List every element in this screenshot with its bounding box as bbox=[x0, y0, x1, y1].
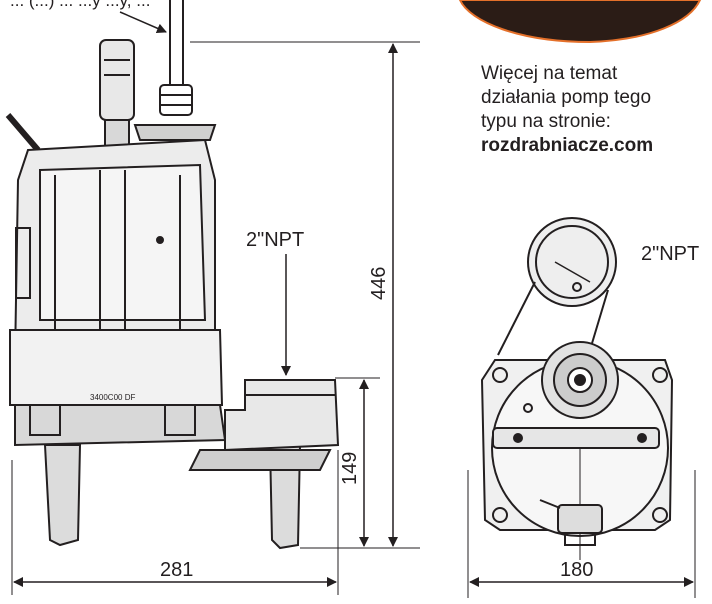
cable-leader-line bbox=[119, 11, 167, 33]
note-line-1: Więcej na temat bbox=[481, 63, 618, 84]
model-marking: 3400C00 DF bbox=[90, 393, 135, 402]
website-link[interactable]: rozdrabniacze.com bbox=[481, 135, 654, 156]
info-note: Więcej na temat działania pomp tego typu… bbox=[481, 62, 711, 158]
pump-side-view bbox=[5, 0, 340, 550]
height-label: 446 bbox=[368, 267, 390, 300]
inlet-height-label: 149 bbox=[339, 452, 361, 485]
width-label: 281 bbox=[160, 559, 193, 581]
note-line-3: typu na stronie: bbox=[481, 111, 611, 132]
pump-top-view bbox=[480, 217, 674, 560]
dark-pump-segment bbox=[458, 0, 702, 44]
top-cutoff-text: ... (...) ... ...y ...y, ... bbox=[10, 0, 150, 10]
top-outlet-label: 2"NPT bbox=[641, 243, 699, 265]
side-outlet-label: 2"NPT bbox=[246, 229, 304, 251]
note-line-2: działania pomp tego bbox=[481, 87, 652, 108]
top-width-label: 180 bbox=[560, 559, 593, 581]
